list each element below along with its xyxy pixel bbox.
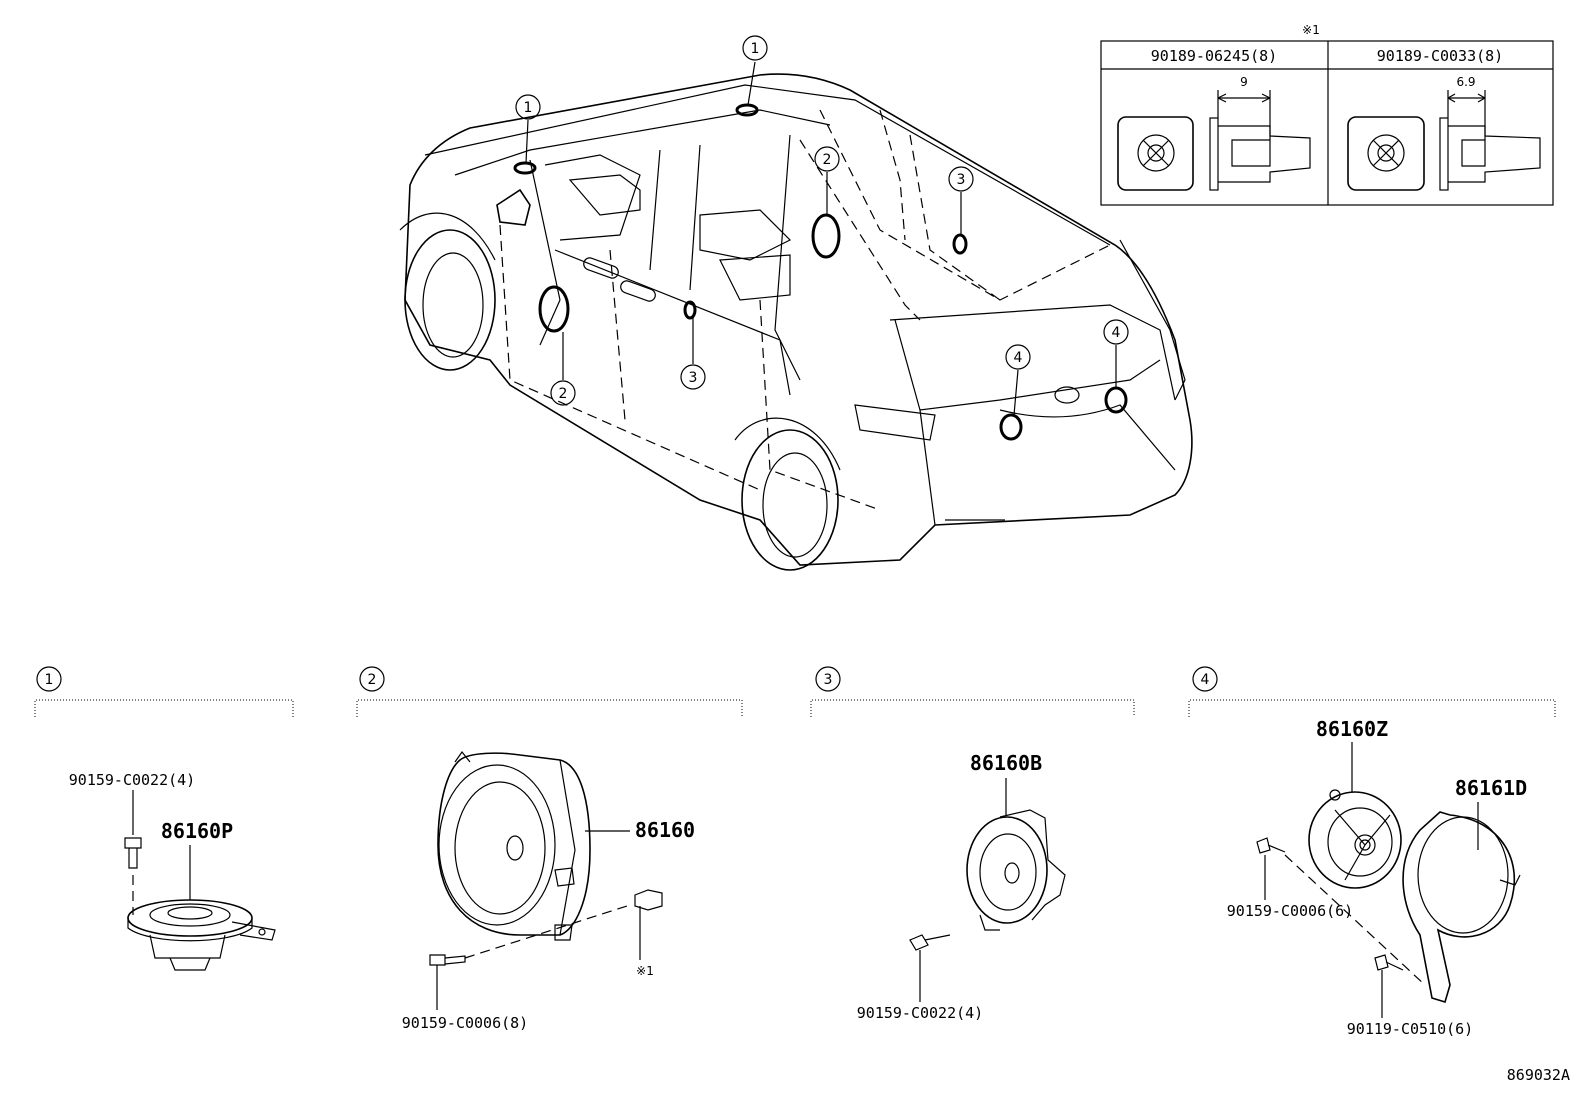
part-label-bolt: 90159-C0006(6) bbox=[1227, 902, 1353, 920]
callout-1-right bbox=[742, 35, 768, 61]
callout-number: 3 bbox=[689, 370, 698, 386]
callout-number: 4 bbox=[1014, 350, 1023, 366]
part-label-bolt: 90119-C0510(6) bbox=[1347, 1020, 1473, 1038]
section-number: 3 bbox=[824, 672, 833, 688]
clip-dimension: 9 bbox=[1240, 75, 1248, 89]
part-label-speaker: 86160 bbox=[635, 818, 695, 842]
section-number: 2 bbox=[368, 672, 377, 688]
part-label-bolt: 90159-C0006(8) bbox=[402, 1014, 528, 1032]
callout-1-left bbox=[515, 94, 541, 120]
section-number: 1 bbox=[45, 672, 54, 688]
callout-2-rear bbox=[814, 146, 840, 172]
callout-number: 4 bbox=[1112, 325, 1121, 341]
clip-part-number: 90189-06245(8) bbox=[1151, 47, 1277, 65]
callout-number: 3 bbox=[957, 172, 966, 188]
clip-note-mark: ※1 bbox=[1302, 23, 1320, 37]
section-number: 4 bbox=[1201, 672, 1210, 688]
section-headers: 1 2 3 4 bbox=[34, 666, 1556, 717]
part-label-speaker: 86160P bbox=[161, 819, 233, 843]
part-label-bolt: 90159-C0022(4) bbox=[857, 1004, 983, 1022]
clip-dimension: 6.9 bbox=[1456, 75, 1475, 89]
callout-4-left bbox=[1005, 344, 1031, 370]
clip-table: ※1 90189-06245(8) 90189-C0033(8) 9 bbox=[1100, 23, 1554, 206]
part-label-bracket: 86161D bbox=[1455, 776, 1527, 800]
callout-number: 1 bbox=[524, 100, 533, 116]
section-2-door-speaker: 86160 90159-C0006(8) ※1 bbox=[402, 750, 695, 1032]
part-label-speaker: 86160B bbox=[970, 751, 1042, 775]
callout-number: 2 bbox=[559, 386, 568, 402]
callout-3-rear bbox=[948, 166, 974, 192]
section-4-speaker: 86160Z 86161D 90159-C0006(6) 90119-C0510… bbox=[1227, 717, 1527, 1038]
clip-icon: 9 bbox=[1117, 75, 1311, 191]
part-label-clip-note: ※1 bbox=[636, 964, 654, 978]
callout-4-right bbox=[1103, 319, 1129, 345]
section-3-speaker: 86160B 90159-C0022(4) bbox=[857, 751, 1066, 1022]
clip-part-number: 90189-C0033(8) bbox=[1377, 47, 1503, 65]
callout-2-front bbox=[550, 380, 576, 406]
diagram-code: 869032A bbox=[1507, 1066, 1570, 1084]
clip-icon: 6.9 bbox=[1347, 75, 1541, 191]
callout-3-front bbox=[680, 364, 706, 390]
vehicle-illustration: 1 1 2 2 3 3 4 4 bbox=[399, 35, 1193, 571]
part-label-speaker: 86160Z bbox=[1316, 717, 1388, 741]
part-label-bolt: 90159-C0022(4) bbox=[69, 771, 195, 789]
section-1-tweeter: 90159-C0022(4) 86160P bbox=[69, 771, 276, 971]
callout-number: 1 bbox=[751, 41, 760, 57]
callout-number: 2 bbox=[823, 152, 832, 168]
